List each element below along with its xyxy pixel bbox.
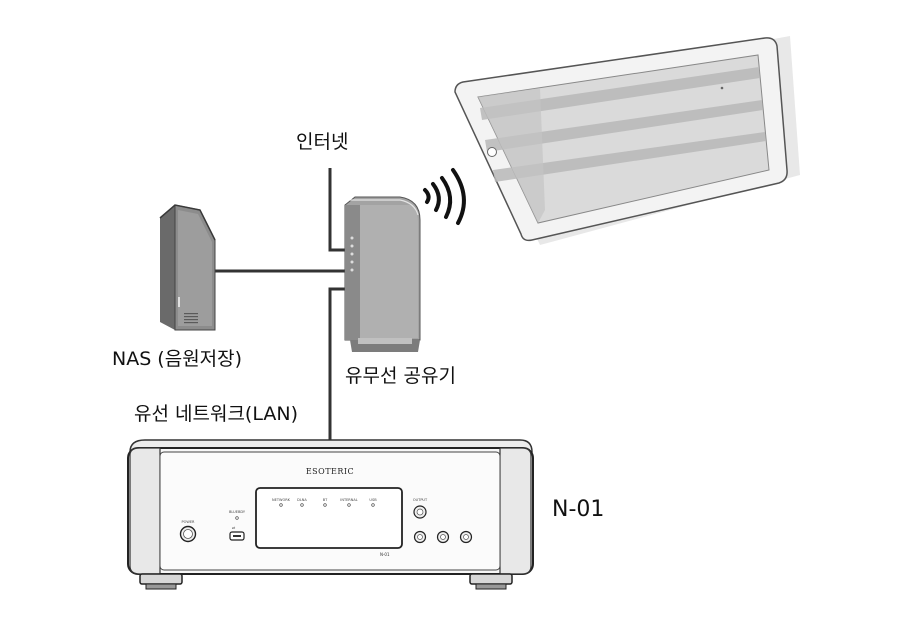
indicator-leds [279, 503, 375, 507]
nas-device [159, 204, 216, 331]
indicator-label: INTERNAL [340, 498, 357, 502]
tablet-device [454, 36, 800, 245]
indicator-row: NETWORK DLNA BT INTERNAL USB [272, 498, 377, 502]
power-label: POWER [182, 520, 196, 524]
nas-label: NAS (음원저장) [112, 348, 243, 370]
player-brand-logo: ESOTERIC [306, 467, 354, 476]
indicator-label: USB [369, 498, 377, 502]
indicator-label: NETWORK [272, 498, 291, 502]
bluetooth-label: BLUEBDY [229, 510, 246, 514]
router-device [344, 196, 421, 352]
player-model-mark: N-01 [380, 552, 390, 557]
wifi-waves-icon [423, 168, 466, 225]
internet-line [328, 168, 350, 252]
wired-lan-label: 유선 네트워크(LAN) [134, 403, 298, 425]
indicator-label: DLNA [297, 498, 307, 502]
foot-right [469, 573, 513, 585]
router-label: 유무선 공유기 [345, 365, 456, 387]
output-label: OUTPUT [413, 498, 428, 502]
svg-text:⇌: ⇌ [232, 525, 236, 530]
indicator-label: BT [323, 498, 328, 502]
player-label: N-01 [552, 497, 605, 522]
internet-label: 인터넷 [296, 131, 349, 153]
foot-left [139, 573, 183, 585]
lan-line [328, 287, 350, 445]
player-device: ESOTERIC NETWORK DLNA BT INTERNAL USB N-… [127, 439, 534, 590]
connection-lines [215, 168, 350, 445]
